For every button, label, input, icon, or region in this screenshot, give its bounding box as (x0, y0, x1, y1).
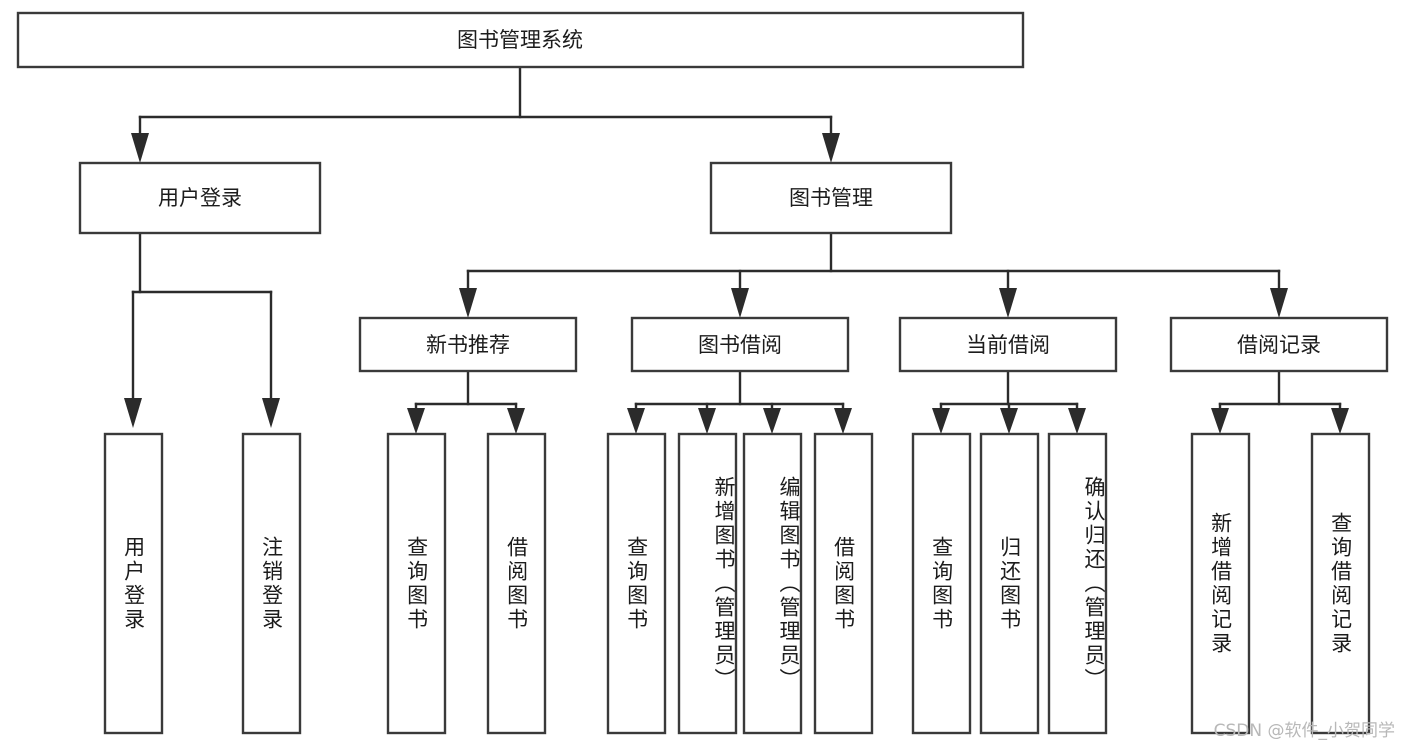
arrowhead-confirm-return (1068, 408, 1086, 434)
node-box-leaf-return-book[interactable] (979, 432, 1040, 735)
node-box-leaf-query-book-1[interactable] (386, 432, 447, 735)
arrowhead-leaf-logout (262, 398, 280, 428)
node-box-leaf-user-login[interactable] (103, 432, 164, 735)
node-label-book-management: 图书管理 (789, 186, 873, 210)
arrowhead-query-book-3 (932, 408, 950, 434)
node-box-borrow-record[interactable] (1169, 316, 1389, 373)
node-box-leaf-edit-book[interactable] (742, 432, 803, 735)
node-label-root: 图书管理系统 (457, 28, 583, 52)
arrowhead-edit-book (763, 408, 781, 434)
arrowhead-user-login (131, 133, 149, 163)
node-label-leaf-add-record: 新增借阅记录 (1208, 511, 1233, 656)
arrowhead-borrow (731, 288, 749, 318)
node-label-leaf-borrow-book-1: 借阅图书 (504, 535, 529, 632)
node-label-leaf-confirm-return: 确认归还（管理员） (1082, 475, 1106, 692)
node-label-leaf-logout: 注销登录 (259, 535, 284, 632)
node-box-leaf-borrow-book-2[interactable] (813, 432, 874, 735)
arrowhead-query-book-2 (627, 408, 645, 434)
node-label-leaf-query-book-1: 查询图书 (404, 535, 429, 632)
node-box-leaf-borrow-book-1[interactable] (486, 432, 547, 735)
arrowhead-query-book-1 (407, 408, 425, 434)
node-box-new-book-recommend[interactable] (358, 316, 578, 373)
node-label-book-borrow: 图书借阅 (698, 333, 782, 357)
node-label-current-borrow: 当前借阅 (966, 333, 1050, 357)
node-box-current-borrow[interactable] (898, 316, 1118, 373)
connector-group (124, 65, 1349, 434)
node-box-user-login[interactable] (78, 161, 322, 235)
node-box-book-borrow[interactable] (630, 316, 850, 373)
arrowhead-borrow-book-1 (507, 408, 525, 434)
arrowhead-current (999, 288, 1017, 318)
arrowhead-leaf-user-login (124, 398, 142, 428)
node-label-leaf-edit-book: 编辑图书（管理员） (777, 475, 801, 692)
node-box-leaf-query-record[interactable] (1310, 432, 1371, 735)
node-label-borrow-record: 借阅记录 (1237, 333, 1321, 357)
node-label-leaf-query-record: 查询借阅记录 (1328, 511, 1353, 656)
arrowhead-record (1270, 288, 1288, 318)
node-box-leaf-add-book[interactable] (677, 432, 738, 735)
csdn-watermark: CSDN @软件_小贺同学 (1213, 721, 1395, 741)
node-label-new-book-recommend: 新书推荐 (426, 333, 510, 357)
node-box-leaf-logout[interactable] (241, 432, 302, 735)
node-label-leaf-query-book-2: 查询图书 (624, 535, 649, 632)
node-label-leaf-add-book: 新增图书（管理员） (712, 475, 736, 692)
arrowhead-book-mgmt (822, 133, 840, 163)
arrowhead-add-record (1211, 408, 1229, 434)
node-box-leaf-add-record[interactable] (1190, 432, 1251, 735)
node-label-leaf-user-login: 用户登录 (121, 535, 146, 632)
arrowhead-query-record (1331, 408, 1349, 434)
node-box-leaf-query-book-3[interactable] (911, 432, 972, 735)
node-label-leaf-query-book-3: 查询图书 (929, 535, 954, 632)
arrowhead-return-book (1000, 408, 1018, 434)
node-box-leaf-query-book-2[interactable] (606, 432, 667, 735)
node-label-user-login: 用户登录 (158, 186, 242, 210)
arrowhead-add-book (698, 408, 716, 434)
arrowhead-newbook (459, 288, 477, 318)
node-box-leaf-confirm-return[interactable] (1047, 432, 1108, 735)
arrowhead-borrow-book-2 (834, 408, 852, 434)
node-box-book-management[interactable] (709, 161, 953, 235)
node-label-leaf-borrow-book-2: 借阅图书 (831, 535, 856, 632)
node-label-leaf-return-book: 归还图书 (997, 535, 1022, 632)
node-box-root[interactable] (16, 11, 1025, 69)
